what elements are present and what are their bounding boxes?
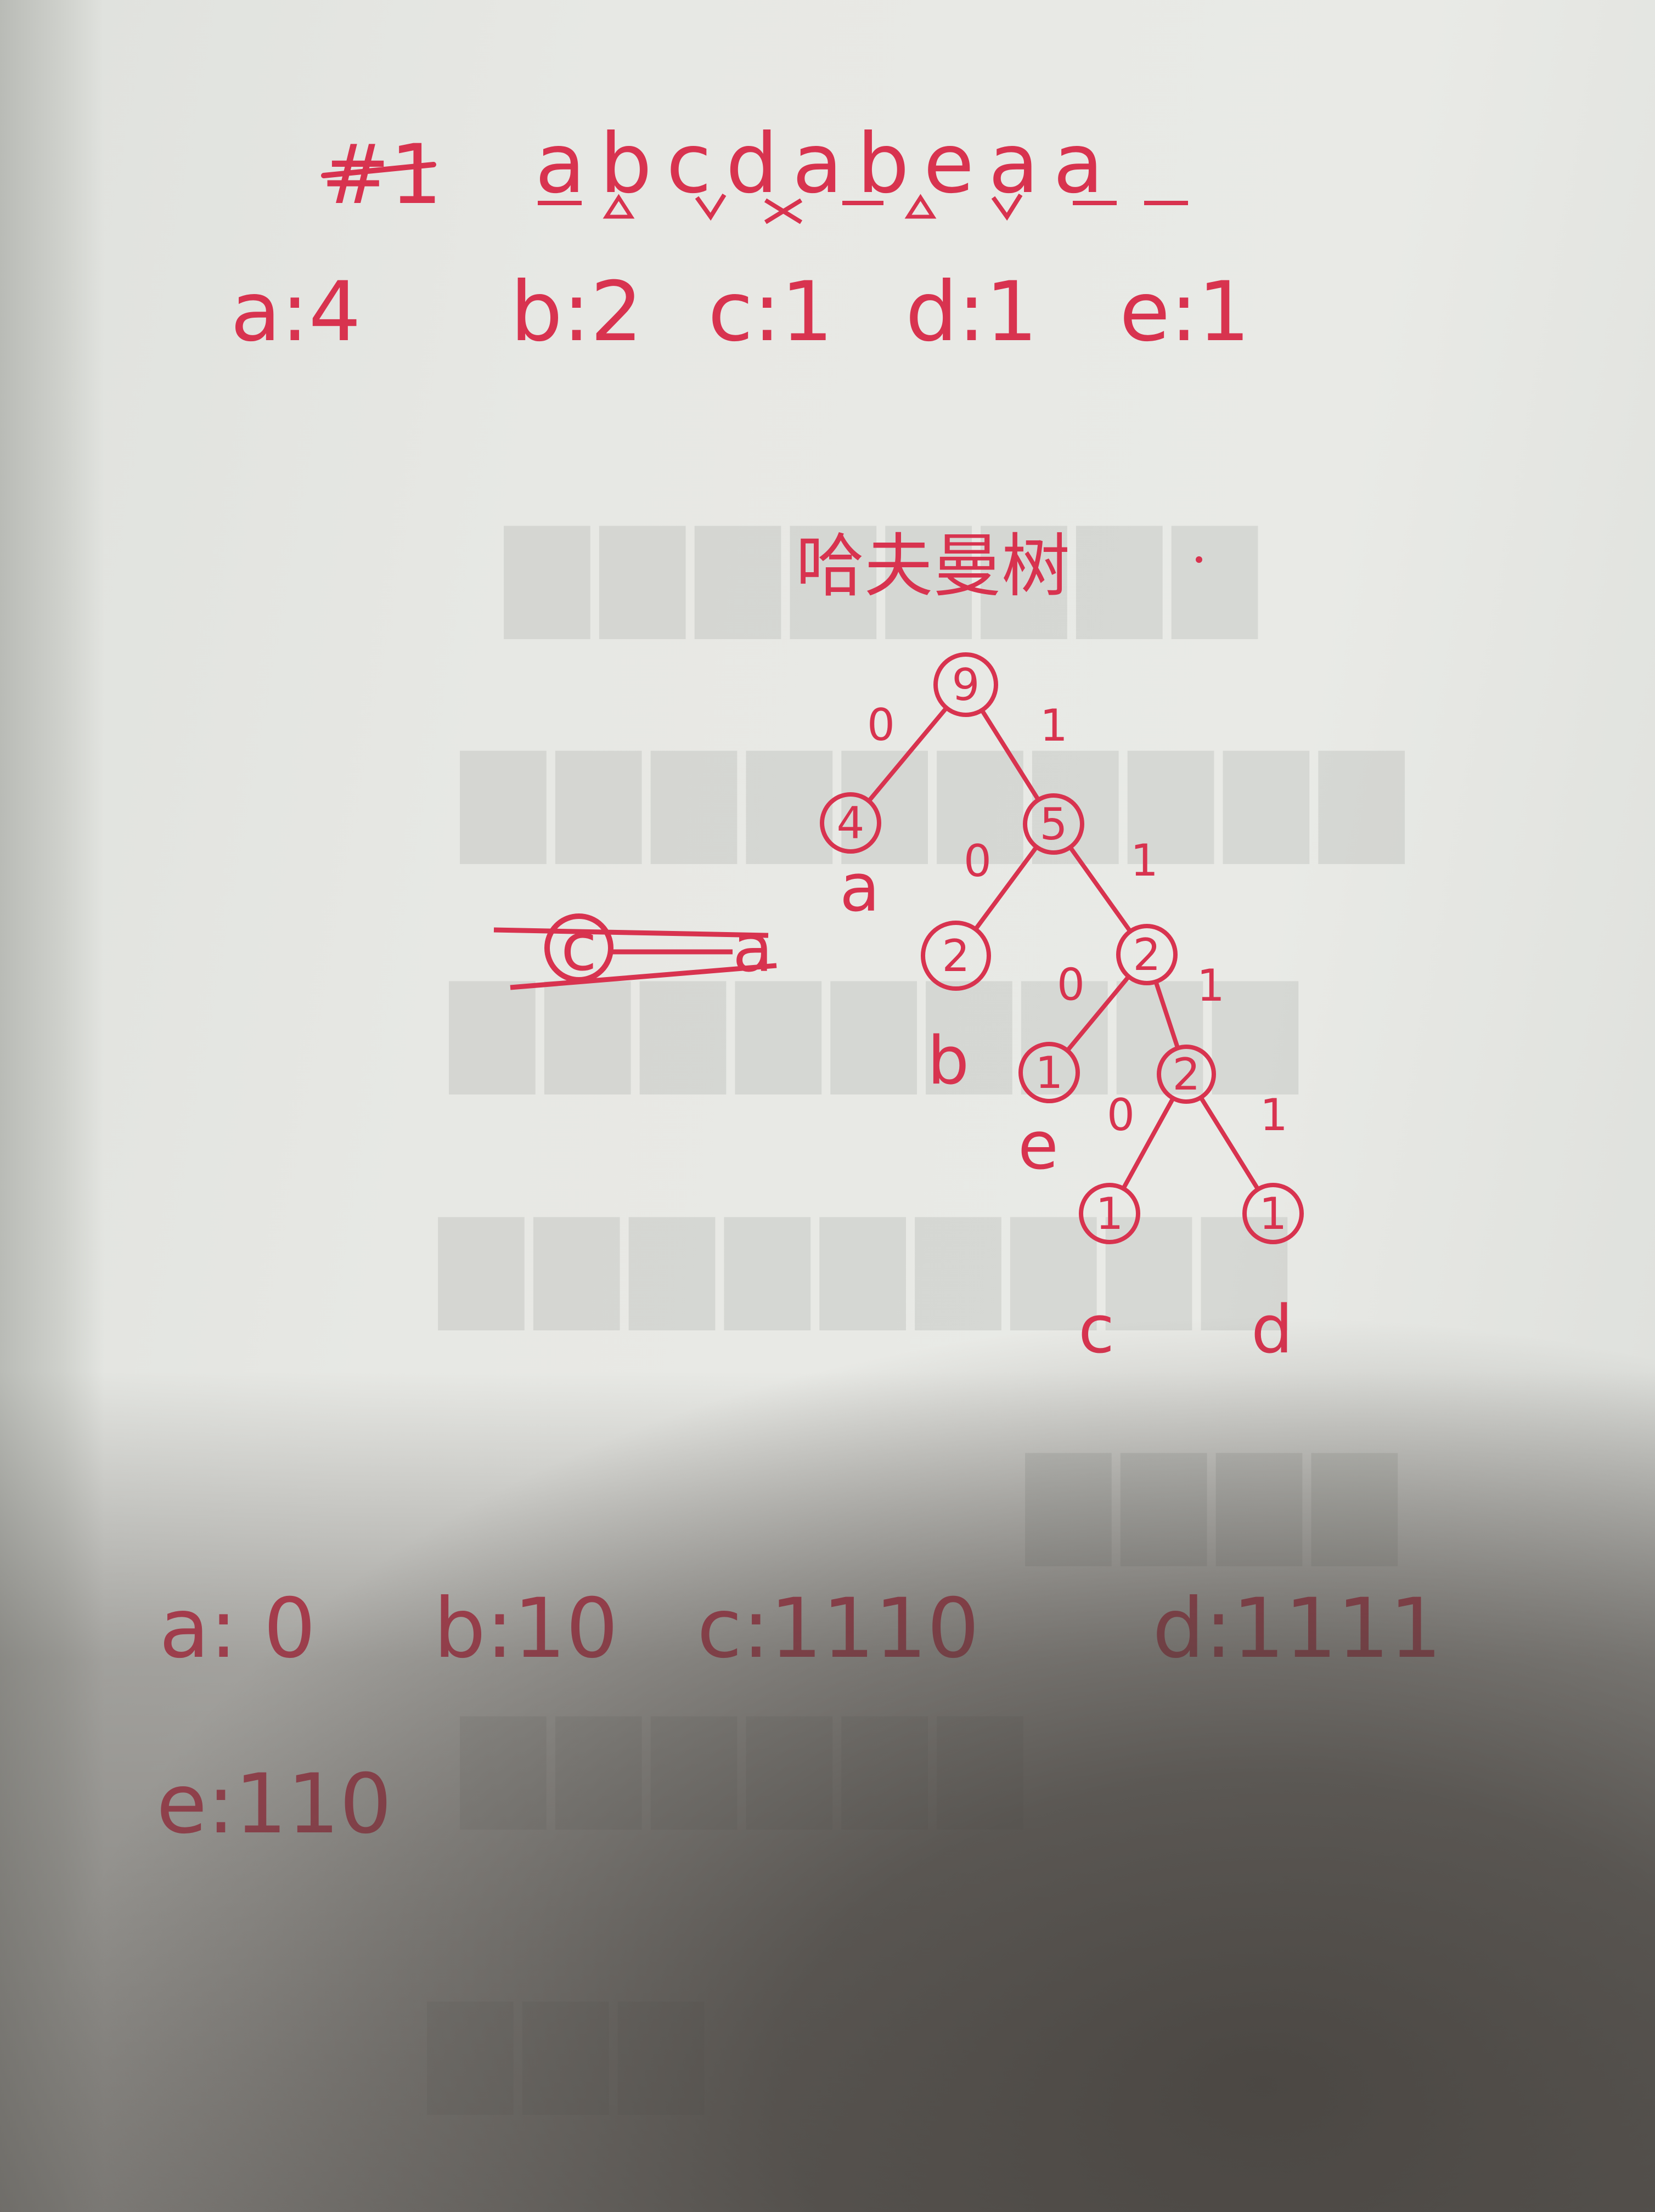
code-entry: e:110 (156, 1757, 392, 1852)
frequency-b: b:2 (510, 264, 643, 360)
node-weight: 5 (1040, 799, 1068, 850)
leaf-label-a: a (840, 850, 880, 927)
symbol-sequence: abcdabeaa (535, 116, 1118, 212)
edge-bit-label: 0 (1107, 1090, 1135, 1141)
edge-bit-label: 1 (1130, 835, 1158, 886)
frequency-e: e:1 (1119, 264, 1250, 360)
frequency-d: d:1 (905, 264, 1038, 360)
node-weight: 1 (1096, 1188, 1124, 1239)
scratch-left-label: c (561, 910, 597, 986)
leaf-label-e: e (1018, 1108, 1059, 1184)
edge-bit-label: 0 (964, 836, 992, 887)
node-weight: 9 (952, 659, 980, 710)
edge-bit-label: 1 (1197, 960, 1225, 1011)
code-entry: d:1111 (1152, 1581, 1442, 1677)
codes-row-2: e:110 (156, 1757, 392, 1852)
tree-edge (1068, 845, 1133, 934)
tree-edge (1198, 1095, 1260, 1192)
node-weight: 4 (837, 798, 865, 849)
frequency-a: a:4 (230, 264, 361, 360)
crossed-out-scratch: c a (493, 910, 777, 990)
code-entry: b:10 (434, 1581, 618, 1677)
edge-bit-label: 1 (1040, 700, 1068, 751)
frequency-c: c:1 (708, 264, 833, 360)
codes-row-1: a: 0 b:10 c:1110 d:1111 (159, 1581, 1442, 1677)
leaf-label-c: c (1078, 1292, 1114, 1368)
scratch-right-label: a (733, 911, 773, 987)
strike-line (493, 927, 769, 938)
tree-edge (980, 708, 1041, 803)
node-weight: 1 (1259, 1188, 1287, 1239)
code-entry: a: 0 (159, 1581, 316, 1677)
frequency-row: a:4 b:2 c:1 d:1 e:1 (230, 264, 1250, 360)
edge-bit-label: 1 (1260, 1090, 1288, 1141)
title-dot (1196, 556, 1202, 563)
tree-title: 哈夫曼树 (796, 527, 1070, 606)
node-weight: 2 (1133, 929, 1161, 980)
leaf-label-d: d (1251, 1292, 1293, 1368)
code-entry: c:1110 (697, 1581, 980, 1677)
edge-bit-label: 0 (867, 699, 895, 751)
node-weight: 2 (1173, 1049, 1201, 1100)
edge-bit-label: 0 (1057, 960, 1085, 1011)
node-weight: 2 (942, 930, 970, 981)
node-weight: 1 (1035, 1047, 1063, 1098)
tree-edge (1153, 979, 1180, 1051)
leaf-label-b: b (927, 1023, 969, 1099)
